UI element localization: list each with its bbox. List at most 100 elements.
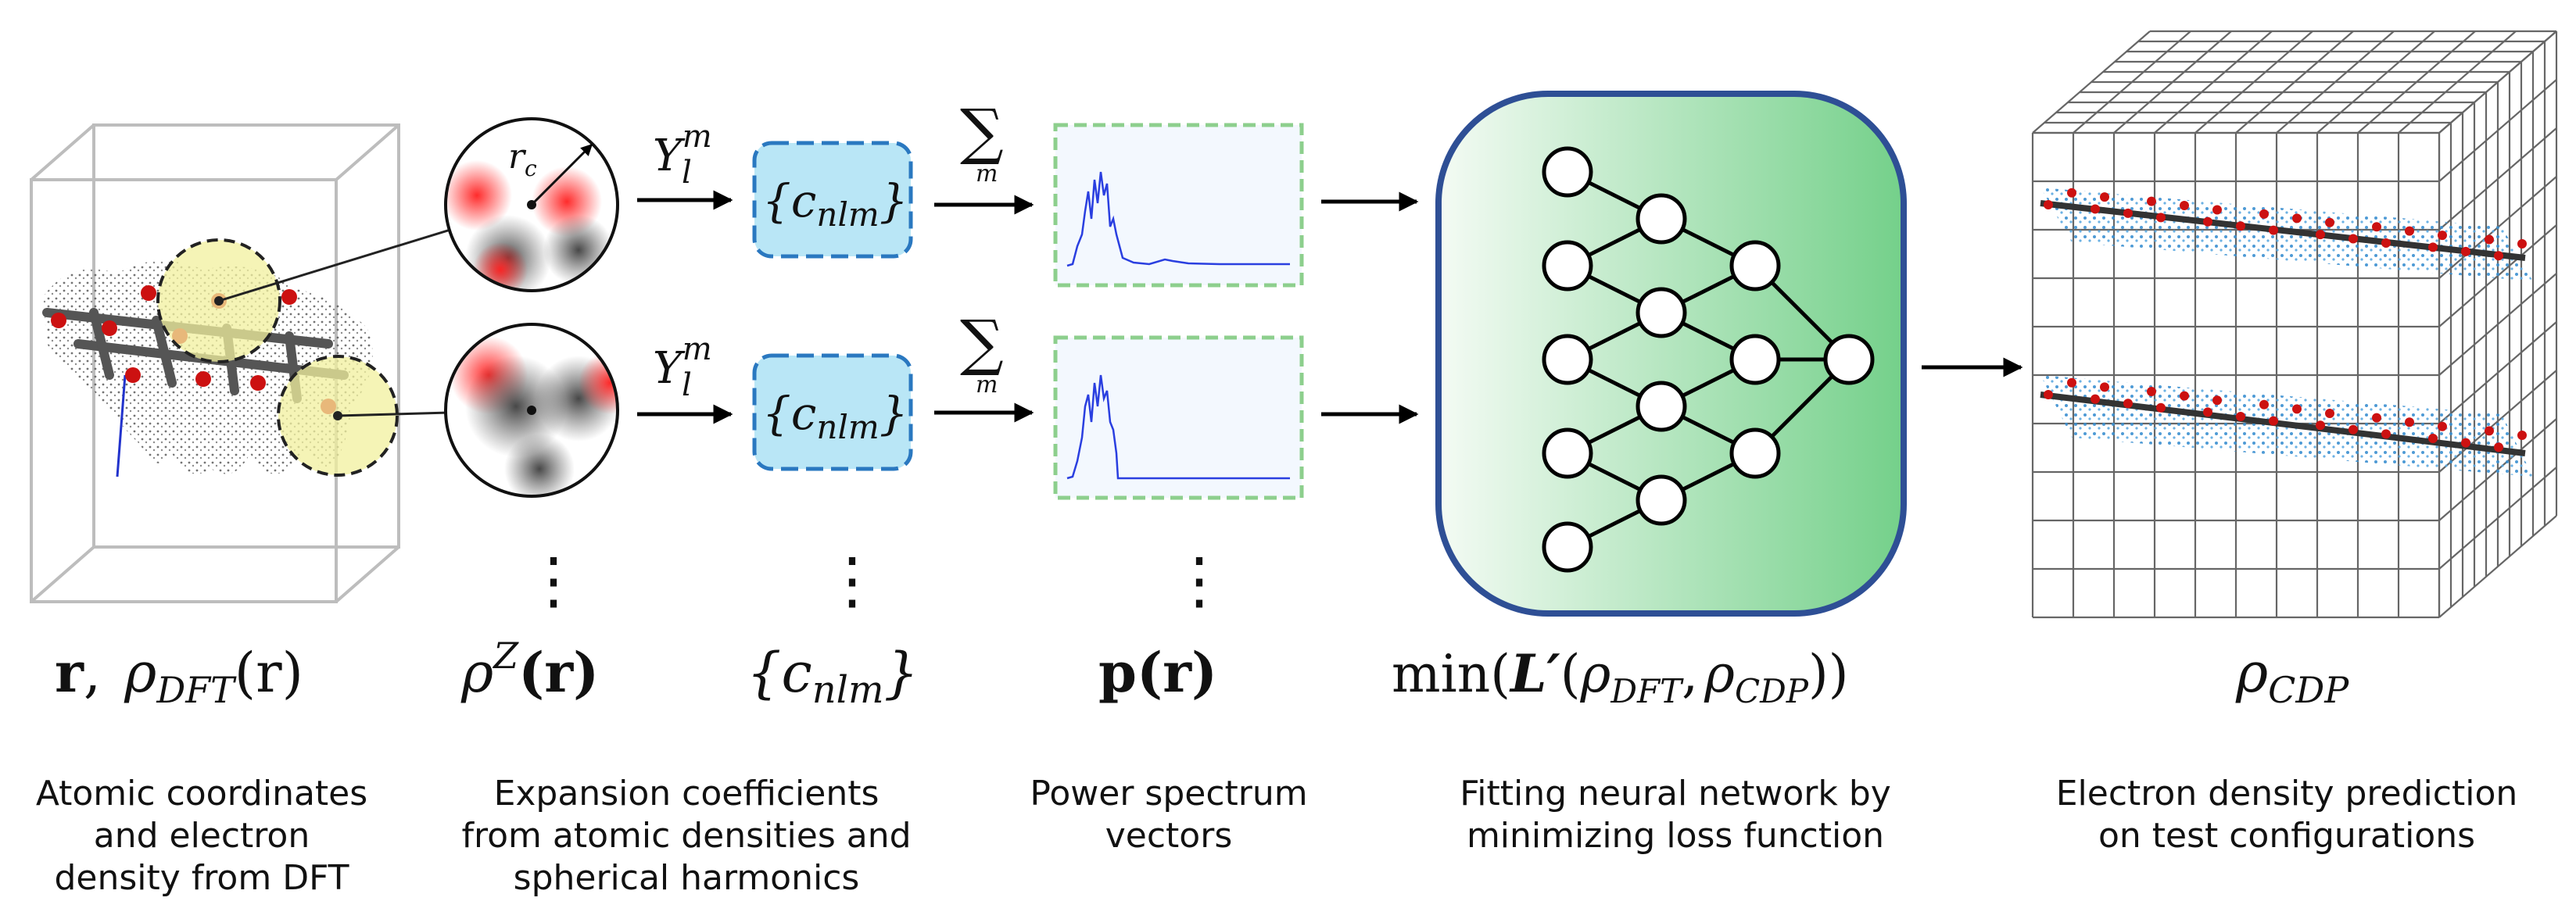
svg-text:spherical harmonics: spherical harmonics [514,858,860,898]
svg-text:Power spectrum: Power spectrum [1030,774,1307,814]
math-loss: min(L′(ρDFT,ρCDP)) [1392,643,1849,710]
predicted-atom [2348,234,2358,244]
svg-text:Fitting neural network by: Fitting neural network by [1460,774,1891,814]
predicted-atom [2067,377,2076,388]
math-prediction: ρCDP [2235,641,2349,711]
predicted-atom [2212,205,2222,215]
predicted-atom [2381,429,2391,439]
svg-text:density from DFT: density from DFT [55,858,349,898]
predicted-atom [2269,416,2278,426]
predicted-atom [2405,226,2414,236]
predicted-atom [2259,209,2269,219]
grid-line [2398,30,2517,134]
network-node [1636,193,1687,245]
grid-line [2357,30,2476,134]
svg-text:and electron: and electron [94,816,310,856]
summation-arrow-top: ∑ m [934,97,1034,215]
predicted-atom [2428,434,2438,443]
predicted-atom [2316,230,2325,240]
harmonics-arrow-bottom: Ylm [637,331,733,424]
predicted-atom [2517,431,2527,440]
svg-text:{cnlm}: {cnlm} [762,174,908,234]
ellipsis-spheres: ⋮ [522,544,585,617]
svg-text:minimizing loss function: minimizing loss function [1467,816,1884,856]
svg-text:∑: ∑ [960,308,1004,378]
predicted-atom [2372,222,2381,232]
predicted-atom [2044,390,2053,399]
caption-power-spectrum: Power spectrum vectors [1030,774,1307,856]
predicted-atom [2100,192,2109,202]
grid-line [2438,515,2557,618]
predicted-atom [2236,412,2245,421]
math-power-spectrum: p(r) [1098,640,1217,705]
neural-network-nodes [1542,146,1875,573]
math-coefficients: {cnlm} [747,641,919,712]
predicted-atom [2292,404,2302,414]
predicted-atom [2100,382,2109,392]
predicted-atom [2156,402,2166,413]
predicted-atom [2212,395,2222,406]
predicted-atom [2438,231,2447,241]
predicted-density-layer-bottom [2040,375,2533,477]
svg-text:on test configurations: on test configurations [2098,816,2475,856]
predicted-atom [2428,242,2438,252]
predicted-atom [2485,426,2494,436]
math-input: r,ρDFT(r) [55,640,303,711]
svg-text:from atomic densities and: from atomic densities and [461,816,911,856]
svg-text:Atomic coordinates: Atomic coordinates [36,774,367,814]
network-node [1636,381,1687,432]
predicted-atom [2123,208,2133,218]
coefficient-box-bottom: {cnlm} [752,353,913,471]
network-node [1729,334,1781,385]
predicted-atom [2494,251,2503,261]
network-node [1542,427,1593,479]
predicted-atom [2325,217,2334,227]
network-node [1636,474,1687,526]
network-node [1542,240,1593,291]
cutoff-radius-label: rc [508,137,537,181]
predicted-atom [2044,200,2053,209]
network-node [1542,146,1593,198]
summation-arrow-bottom: ∑ m [934,308,1034,423]
svg-text:Electron density prediction: Electron density prediction [2056,774,2518,814]
predicted-density-layer-top [2040,188,2533,281]
network-node [1729,427,1781,479]
predicted-atom [2269,225,2278,235]
svg-text:m: m [976,371,998,399]
svg-text:{cnlm}: {cnlm} [762,387,908,446]
caption-input: Atomic coordinates and electron density … [36,774,367,898]
atomic-density-sphere-bottom [444,323,619,498]
svg-text:∑: ∑ [960,97,1004,167]
network-node [1729,240,1781,291]
predicted-atom [2325,409,2334,418]
network-node [1636,287,1687,338]
svg-text:vectors: vectors [1105,816,1233,856]
predicted-atom [2348,424,2358,434]
predicted-atom [2203,216,2212,227]
grid-line [2438,321,2557,424]
predicted-atom [2236,221,2245,231]
caption-prediction: Electron density prediction on test conf… [2056,774,2518,856]
harmonics-arrow-top: Ylm [637,119,733,210]
ellipsis-coefficients: ⋮ [821,544,883,617]
grid-line [2438,30,2557,134]
network-node [1542,334,1593,385]
predicted-atom [2156,213,2166,223]
predicted-atom [2147,387,2156,396]
network-node [1823,334,1875,385]
predicted-atom [2461,438,2470,448]
power-spectrum-plot-top [1053,123,1304,288]
predicted-atom [2123,399,2133,409]
predicted-atom [2067,188,2076,198]
predicted-atom [2203,407,2212,417]
prediction-grid [2031,30,2558,619]
predicted-atom [2461,246,2470,256]
grid-line [2276,30,2395,134]
predicted-atom [2494,442,2503,452]
svg-text:Expansion coefficients: Expansion coefficients [494,774,880,814]
input-structure-panel [30,123,532,603]
grid-line [2438,467,2557,570]
predicted-atom [2517,239,2527,249]
predicted-atom [2180,201,2189,211]
